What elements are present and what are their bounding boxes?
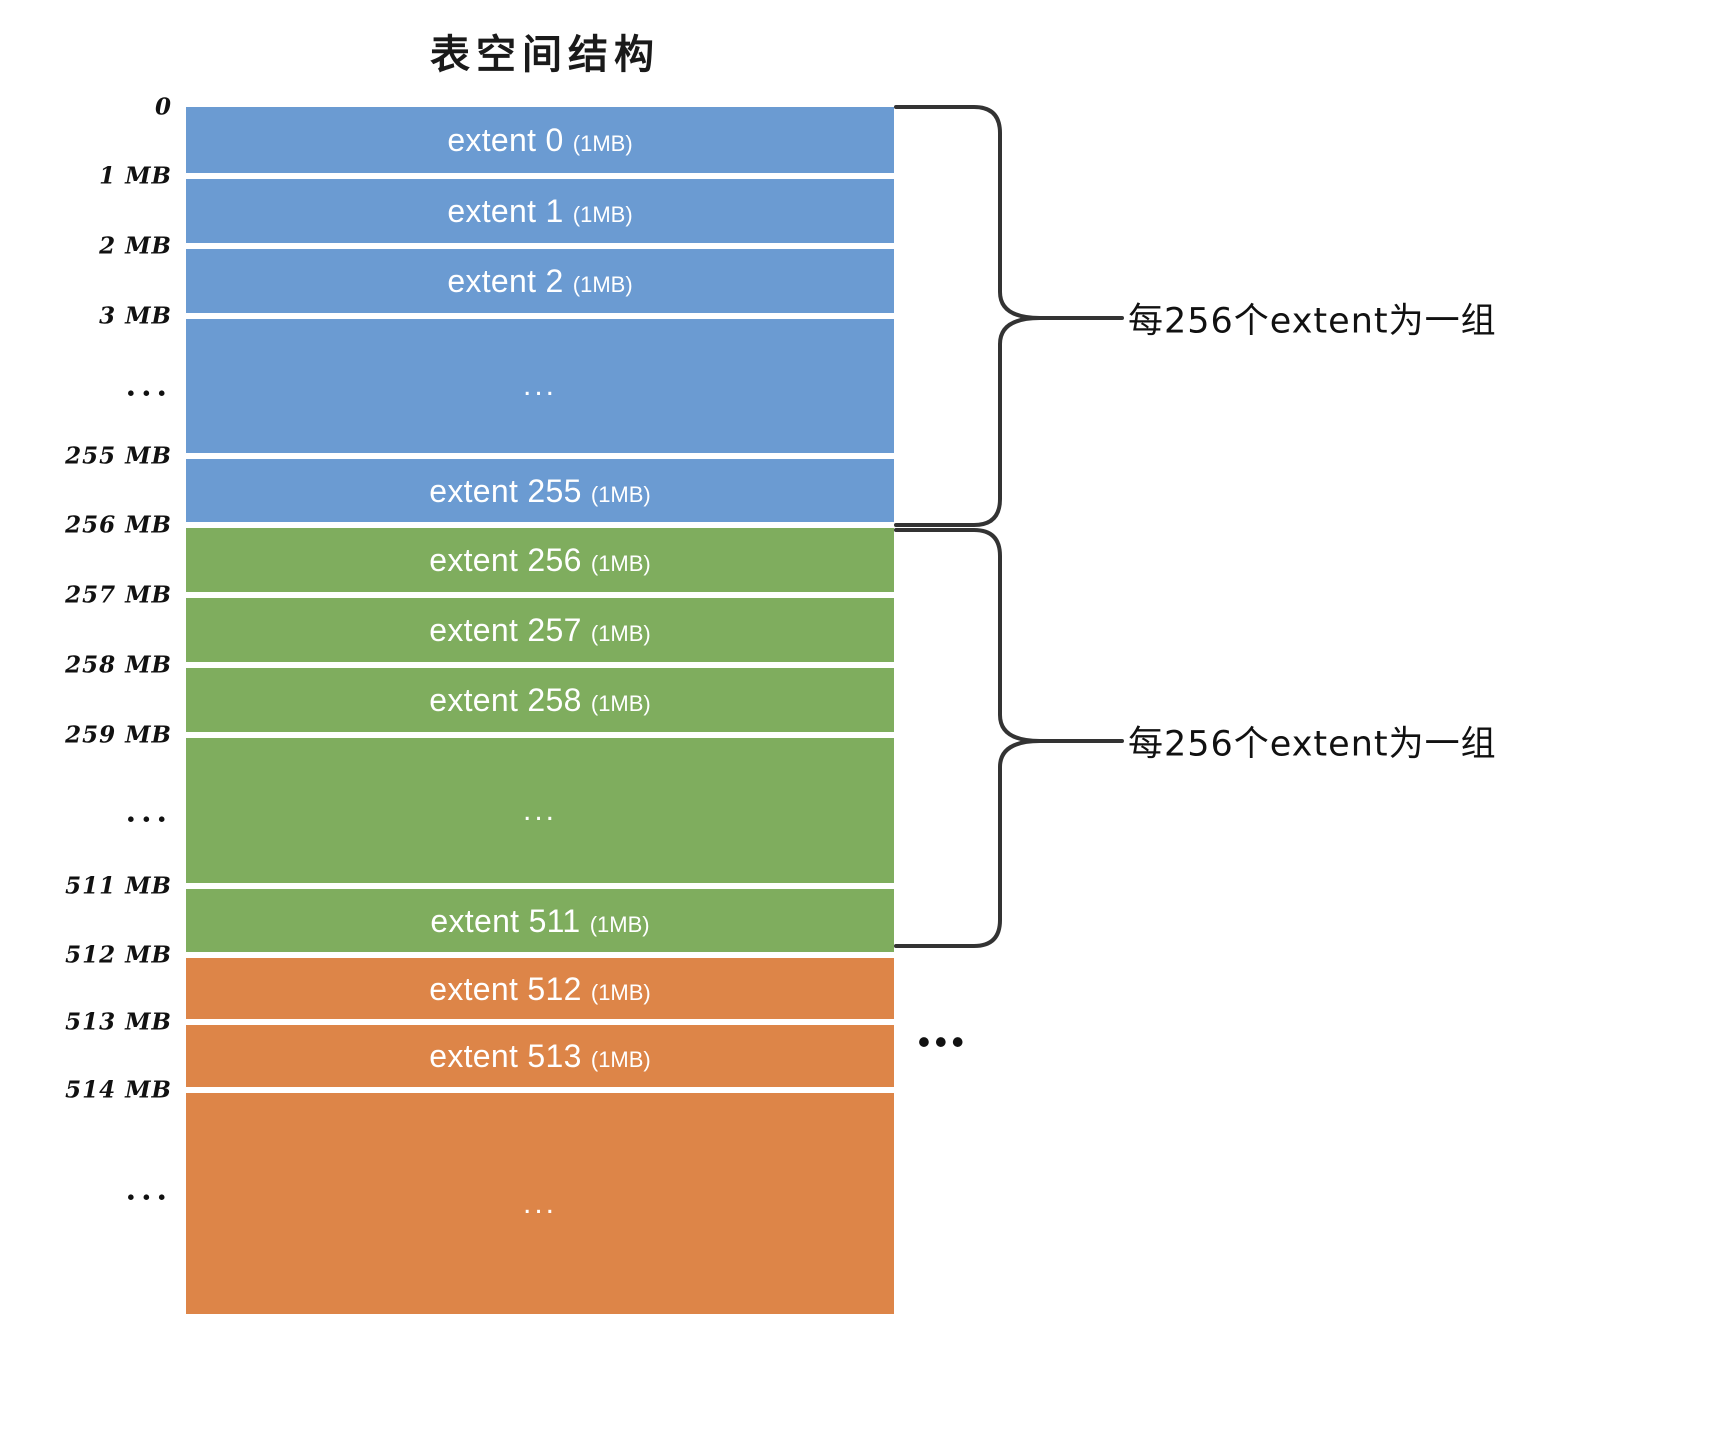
extent-label: extent 0 (1MB) (447, 124, 632, 156)
extent-band: extent 257 (1MB) (186, 595, 894, 665)
extent-band: extent 1 (1MB) (186, 176, 894, 246)
extent-band: ... (186, 1090, 894, 1317)
axis-label: 511 MB (65, 872, 172, 900)
extent-size: (1MB) (590, 691, 651, 716)
extent-label: extent 257 (1MB) (429, 614, 651, 646)
extent-name: extent 256 (429, 542, 582, 578)
memory-offset-axis: 0 1 MB 2 MB 3 MB... 255 MB 256 MB 257 MB 258 MB… (0, 0, 186, 1440)
group-2-brace (894, 528, 1042, 948)
extent-name: extent 2 (447, 263, 564, 299)
extent-size: (1MB) (572, 131, 633, 156)
extent-band: extent 2 (1MB) (186, 246, 894, 316)
extent-size: (1MB) (590, 1047, 651, 1072)
extent-name: extent 255 (429, 472, 582, 509)
axis-label: 0 (154, 93, 172, 121)
extent-size: (1MB) (572, 272, 633, 297)
extent-size: (1MB) (590, 481, 651, 507)
axis-ellipsis: ... (125, 794, 172, 830)
page-title: 表空间结构 (430, 31, 660, 78)
extent-size: (1MB) (589, 911, 650, 937)
axis-label: 3 MB (99, 302, 172, 330)
axis-ellipsis: ... (125, 1172, 172, 1208)
extent-label: extent 512 (1MB) (429, 973, 651, 1005)
extent-band: ... (186, 735, 894, 886)
axis-label: 2 MB (99, 232, 172, 260)
extent-name: extent 257 (429, 612, 582, 648)
extent-size: (1MB) (572, 202, 633, 227)
extent-name: extent 513 (429, 1038, 582, 1074)
extent-band: extent 513 (1MB) (186, 1022, 894, 1090)
group-2-note: 每256个extent为一组 (1128, 724, 1497, 765)
more-groups-dots: ••• (918, 1023, 969, 1062)
extent-name: extent 512 (429, 970, 582, 1007)
extent-name: extent 1 (447, 193, 564, 229)
axis-label: 255 MB (65, 442, 172, 470)
axis-label: 512 MB (65, 941, 172, 969)
extent-label: extent 255 (1MB) (429, 475, 651, 507)
axis-ellipsis: ... (125, 368, 172, 404)
extent-ellipsis: ... (522, 1186, 557, 1220)
axis-label: 514 MB (65, 1076, 172, 1104)
axis-label: 513 MB (65, 1008, 172, 1036)
extent-band: ... (186, 316, 894, 456)
extent-size: (1MB) (590, 979, 651, 1005)
extent-band: extent 512 (1MB) (186, 955, 894, 1022)
extent-size: (1MB) (590, 621, 651, 646)
extent-band: extent 258 (1MB) (186, 665, 894, 735)
extent-label: extent 258 (1MB) (429, 684, 651, 716)
group-1-brace (894, 105, 1042, 527)
tablespace-column: extent 0 (1MB)extent 1 (1MB)extent 2 (1M… (186, 107, 894, 1317)
axis-label: 1 MB (99, 162, 172, 190)
extent-ellipsis: ... (522, 793, 557, 827)
axis-label: 256 MB (65, 511, 172, 539)
extent-name: extent 258 (429, 682, 582, 718)
extent-band: extent 256 (1MB) (186, 525, 894, 595)
axis-label: 258 MB (65, 651, 172, 679)
extent-ellipsis: ... (522, 369, 557, 402)
extent-name: extent 511 (430, 902, 581, 939)
extent-label: extent 513 (1MB) (429, 1040, 651, 1072)
extent-band: extent 255 (1MB) (186, 456, 894, 525)
extent-band: extent 511 (1MB) (186, 886, 894, 955)
extent-name: extent 0 (447, 122, 564, 158)
extent-label: extent 1 (1MB) (447, 195, 632, 227)
extent-label: extent 256 (1MB) (429, 544, 651, 576)
extent-band: extent 0 (1MB) (186, 107, 894, 176)
extent-size: (1MB) (590, 551, 651, 576)
group-1-note: 每256个extent为一组 (1128, 301, 1497, 342)
extent-label: extent 2 (1MB) (447, 265, 632, 297)
axis-label: 259 MB (65, 721, 172, 749)
extent-label: extent 511 (1MB) (430, 905, 649, 937)
axis-label: 257 MB (65, 581, 172, 609)
